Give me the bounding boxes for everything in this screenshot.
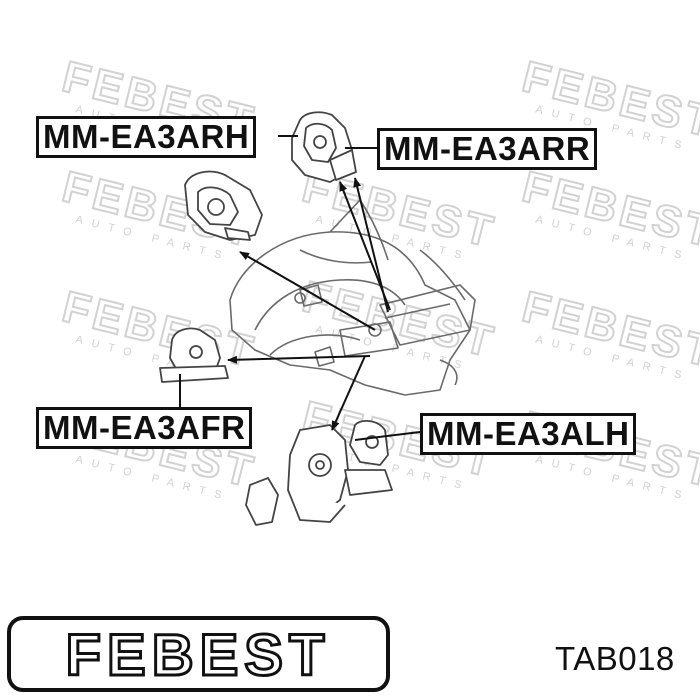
arrow-fr: [227, 355, 371, 364]
svg-text:FEBEST: FEBEST: [66, 623, 331, 688]
mount-lh-drawing: [245, 419, 393, 526]
label-mm-ea3afr: MM-EA3AFR: [36, 407, 253, 449]
febest-logo: FEBEST: [7, 616, 390, 692]
mount-fr-drawing: [159, 327, 229, 383]
mount-rr-drawing: [291, 111, 357, 183]
arrow-lh: [331, 355, 366, 431]
leader-lh: [354, 431, 421, 441]
arrow-rr-2: [353, 177, 389, 313]
mount-rh-drawing: [184, 170, 263, 241]
label-mm-ea3arr: MM-EA3ARR: [377, 128, 598, 170]
engine-assembly-drawing: [229, 199, 476, 396]
label-mm-ea3alh: MM-EA3ALH: [420, 413, 637, 455]
callout-arrows: [179, 135, 421, 441]
part-number: TAB018: [555, 640, 675, 677]
label-mm-ea3arh: MM-EA3ARH: [36, 116, 257, 158]
arrow-rh: [239, 251, 376, 331]
